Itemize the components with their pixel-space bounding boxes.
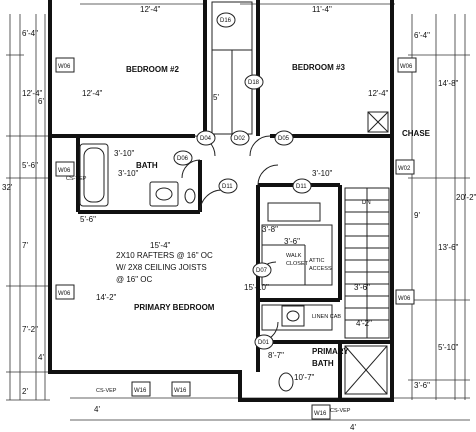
room-label-attic-1: ATTIC: [309, 258, 325, 264]
window-tag: W16: [314, 411, 327, 417]
window-tags: W06 W06 W06 W02 W06 W06 W16 W16 W16: [55, 57, 417, 420]
dim-right-d: 20'-2": [456, 193, 476, 202]
note-joists: W/ 2X8 CEILING JOISTS: [116, 263, 207, 272]
room-label-primary-bath-1: PRIMARY: [312, 347, 349, 356]
door-tags: D16 D18 D04 D02 D05 D06 D11 D11 D07 D01: [173, 12, 312, 350]
dim-inner-left: 12'-4": [82, 89, 103, 98]
dim-bottom-right: 4': [350, 423, 356, 432]
dim-primary-h: 14'-2": [96, 293, 117, 302]
stair-down-label: DN: [362, 200, 371, 206]
note-rafters: 2X10 RAFTERS @ 16" OC: [116, 251, 213, 260]
dim-top-right: 11'-4": [312, 5, 332, 14]
room-label-primary-bath-2: BATH: [312, 359, 334, 368]
dim-bath-h: 3'-10": [114, 149, 135, 158]
dim-bath-w: 5'-6": [80, 215, 96, 224]
dim-right-g: 9': [414, 211, 420, 220]
door-tag: D18: [248, 80, 260, 86]
stair: [344, 187, 390, 339]
dim-primary-h2: 15'-10": [244, 283, 269, 292]
dim-right-a: 6'-4": [414, 31, 430, 40]
dim-inner-right: 12'-4": [368, 89, 389, 98]
door-tag: D05: [278, 136, 290, 142]
dim-left-small: 6'-4": [22, 29, 38, 38]
dim-hall-2: 3'-8": [262, 225, 278, 234]
room-label-primary-bedroom: PRIMARY BEDROOM: [134, 303, 215, 312]
window-tag: W06: [58, 64, 71, 70]
door-tag: D04: [200, 136, 212, 142]
dim-right-f: 3'-6": [414, 381, 430, 390]
dim-pbath-w: 10'-7": [294, 373, 315, 382]
window-tag: W16: [174, 388, 187, 394]
dim-hall-h: 3'-10": [312, 169, 333, 178]
room-label-bath: BATH: [136, 161, 158, 170]
dim-closet-w: 5': [213, 93, 219, 102]
cs-vep-label: CS-VEP: [330, 408, 351, 414]
dim-w-closet: 3'-6": [284, 237, 300, 246]
dim-right-c: 13'-6": [438, 243, 459, 252]
room-label-chase: CHASE: [402, 129, 431, 138]
dim-bottom-2: 2': [22, 387, 28, 396]
dim-left-mid-a: 6': [38, 97, 44, 106]
dim-pbath-h: 8'-7": [268, 351, 284, 360]
toilet-fixture: [184, 188, 196, 204]
window-tag: W16: [134, 388, 147, 394]
dim-stair-w: 3'-6": [354, 283, 370, 292]
room-labels: BEDROOM #2 BEDROOM #3 BATH PRIMARY BEDRO…: [126, 63, 431, 368]
note-joists-oc: @ 16" OC: [116, 275, 153, 284]
dim-primary-w: 15'-4": [150, 241, 171, 250]
framing-notes: 2X10 RAFTERS @ 16" OC W/ 2X8 CEILING JOI…: [116, 251, 213, 284]
door-tag: D11: [222, 184, 233, 190]
door-tag: D06: [177, 156, 189, 162]
window-tag: W06: [58, 291, 71, 297]
door-tag: D01: [258, 340, 270, 346]
door-tag: D16: [220, 18, 232, 24]
window-tag: W06: [400, 64, 413, 70]
room-label-attic-2: ACCESS: [309, 266, 332, 272]
dimension-lines: [6, 3, 470, 421]
primary-toilet-fixture: [278, 372, 294, 392]
window-tag: W02: [398, 166, 411, 172]
dim-left-low-b: 7'-2": [22, 325, 38, 334]
cs-vep-labels: CS-VEP CS-VEP CS-VEP: [66, 176, 351, 414]
room-label-walk-2: CLOSET: [286, 261, 309, 267]
dim-left-total: 32': [2, 183, 13, 192]
dim-stair-b: 4'-2": [356, 319, 372, 328]
window-tag: W06: [398, 296, 411, 302]
dim-left-low-c: 4': [38, 353, 44, 362]
dim-left-mid-b: 5'-6": [22, 161, 38, 170]
room-label-walk-1: WALK: [286, 253, 302, 259]
dim-left-upper: 12'-4": [22, 89, 43, 98]
dim-bottom-left: 4': [94, 405, 100, 414]
fixtures: [79, 111, 389, 395]
door-tag: D11: [296, 184, 307, 190]
dim-top-left: 12'-4": [140, 5, 161, 14]
door-tag: D02: [234, 136, 246, 142]
cs-vep-label: CS-VEP: [66, 176, 87, 182]
cs-vep-label: CS-VEP: [96, 388, 117, 394]
dim-hall-1: 3'-10": [118, 169, 139, 178]
room-label-bedroom2: BEDROOM #2: [126, 65, 179, 74]
dimension-labels: 12'-4" 11'-4" 12'-4" 6' 5'-6" 7' 7'-2" 4…: [2, 5, 476, 432]
window-tag: W06: [58, 168, 71, 174]
door-tag: D07: [256, 268, 268, 274]
room-label-bedroom3: BEDROOM #3: [292, 63, 345, 72]
dim-right-b: 14'-8": [438, 79, 459, 88]
linen-label: LINEN CAB: [312, 314, 341, 320]
dim-right-e: 5'-10": [438, 343, 459, 352]
dim-left-low-a: 7': [22, 241, 28, 250]
